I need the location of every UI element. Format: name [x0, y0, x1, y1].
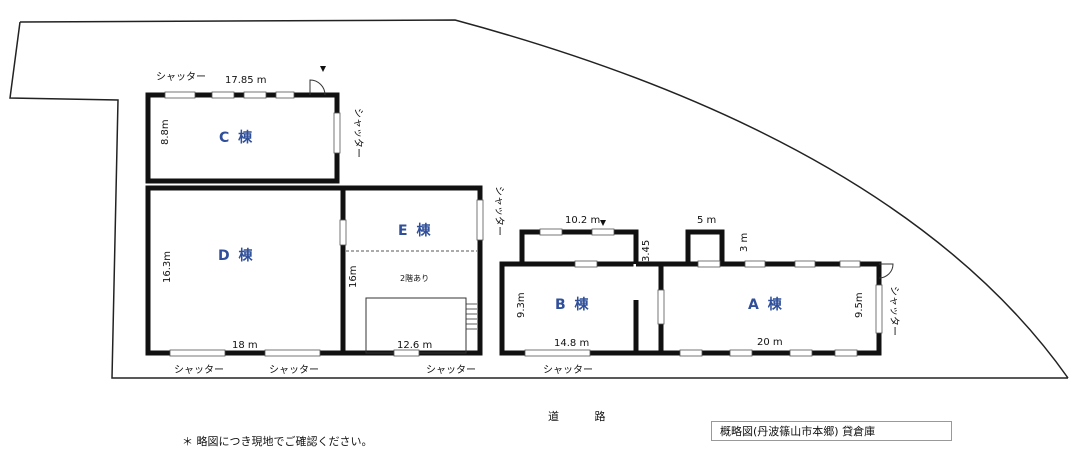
building-e-label: E 棟	[398, 223, 433, 239]
building-d-label: D 棟	[218, 248, 255, 264]
building-d-width: 18 m	[232, 340, 258, 351]
building-d-wall	[145, 185, 346, 356]
shutter-label-d1: シャッター	[174, 365, 224, 376]
building-a-label: A 棟	[748, 297, 784, 313]
building-e-wall	[340, 185, 483, 356]
shutter-label-e: シャッター	[426, 365, 476, 376]
disclaimer-note: ＊ 略図につき現地でご確認ください。	[182, 435, 373, 448]
door-swing-a	[878, 263, 894, 279]
shutter-c-top-label: シャッター	[156, 72, 206, 83]
building-e-width: 12.6 m	[397, 340, 433, 351]
building-a-width: 20 m	[757, 337, 783, 348]
building-c-height: 8.8m	[160, 119, 171, 145]
entrance-marker-c	[320, 66, 326, 72]
building-a-annex-wall	[685, 229, 725, 267]
shutter-label-d2: シャッター	[269, 365, 319, 376]
building-c-width: 17.85 m	[225, 75, 267, 86]
building-a-annex-depth: 3 m	[739, 232, 750, 252]
building-b-height: 9.3m	[516, 292, 527, 318]
openings	[164, 91, 883, 357]
building-b-label: B 棟	[555, 297, 591, 313]
building-e-floor-note: 2階あり	[400, 274, 430, 283]
building-a-annex-width: 5 m	[697, 215, 717, 226]
building-c-label: C 棟	[219, 130, 255, 146]
shutter-e-side-label: シャッター	[493, 186, 504, 236]
door-swing-c	[309, 79, 326, 96]
shutter-a-side-label: シャッター	[888, 286, 899, 336]
staircase	[466, 303, 477, 330]
shutter-label-b: シャッター	[543, 365, 593, 376]
entrance-marker-b	[600, 220, 606, 226]
building-b-width: 14.8 m	[554, 338, 590, 349]
shutter-c-side-label: シャッター	[352, 108, 363, 158]
building-b-annex-wall	[519, 229, 639, 267]
drawing-caption: 概略図(丹波篠山市本郷) 貸倉庫	[711, 421, 952, 441]
building-b-annex-depth: 3.45	[641, 239, 652, 262]
site-boundary	[9, 19, 1069, 379]
building-b-annex-width: 10.2 m	[565, 215, 601, 226]
building-a-height: 9.5m	[854, 292, 865, 318]
building-e-height: 16m	[348, 265, 359, 288]
road-label: 道 路	[548, 410, 622, 423]
building-d-height: 16.3m	[162, 250, 173, 283]
